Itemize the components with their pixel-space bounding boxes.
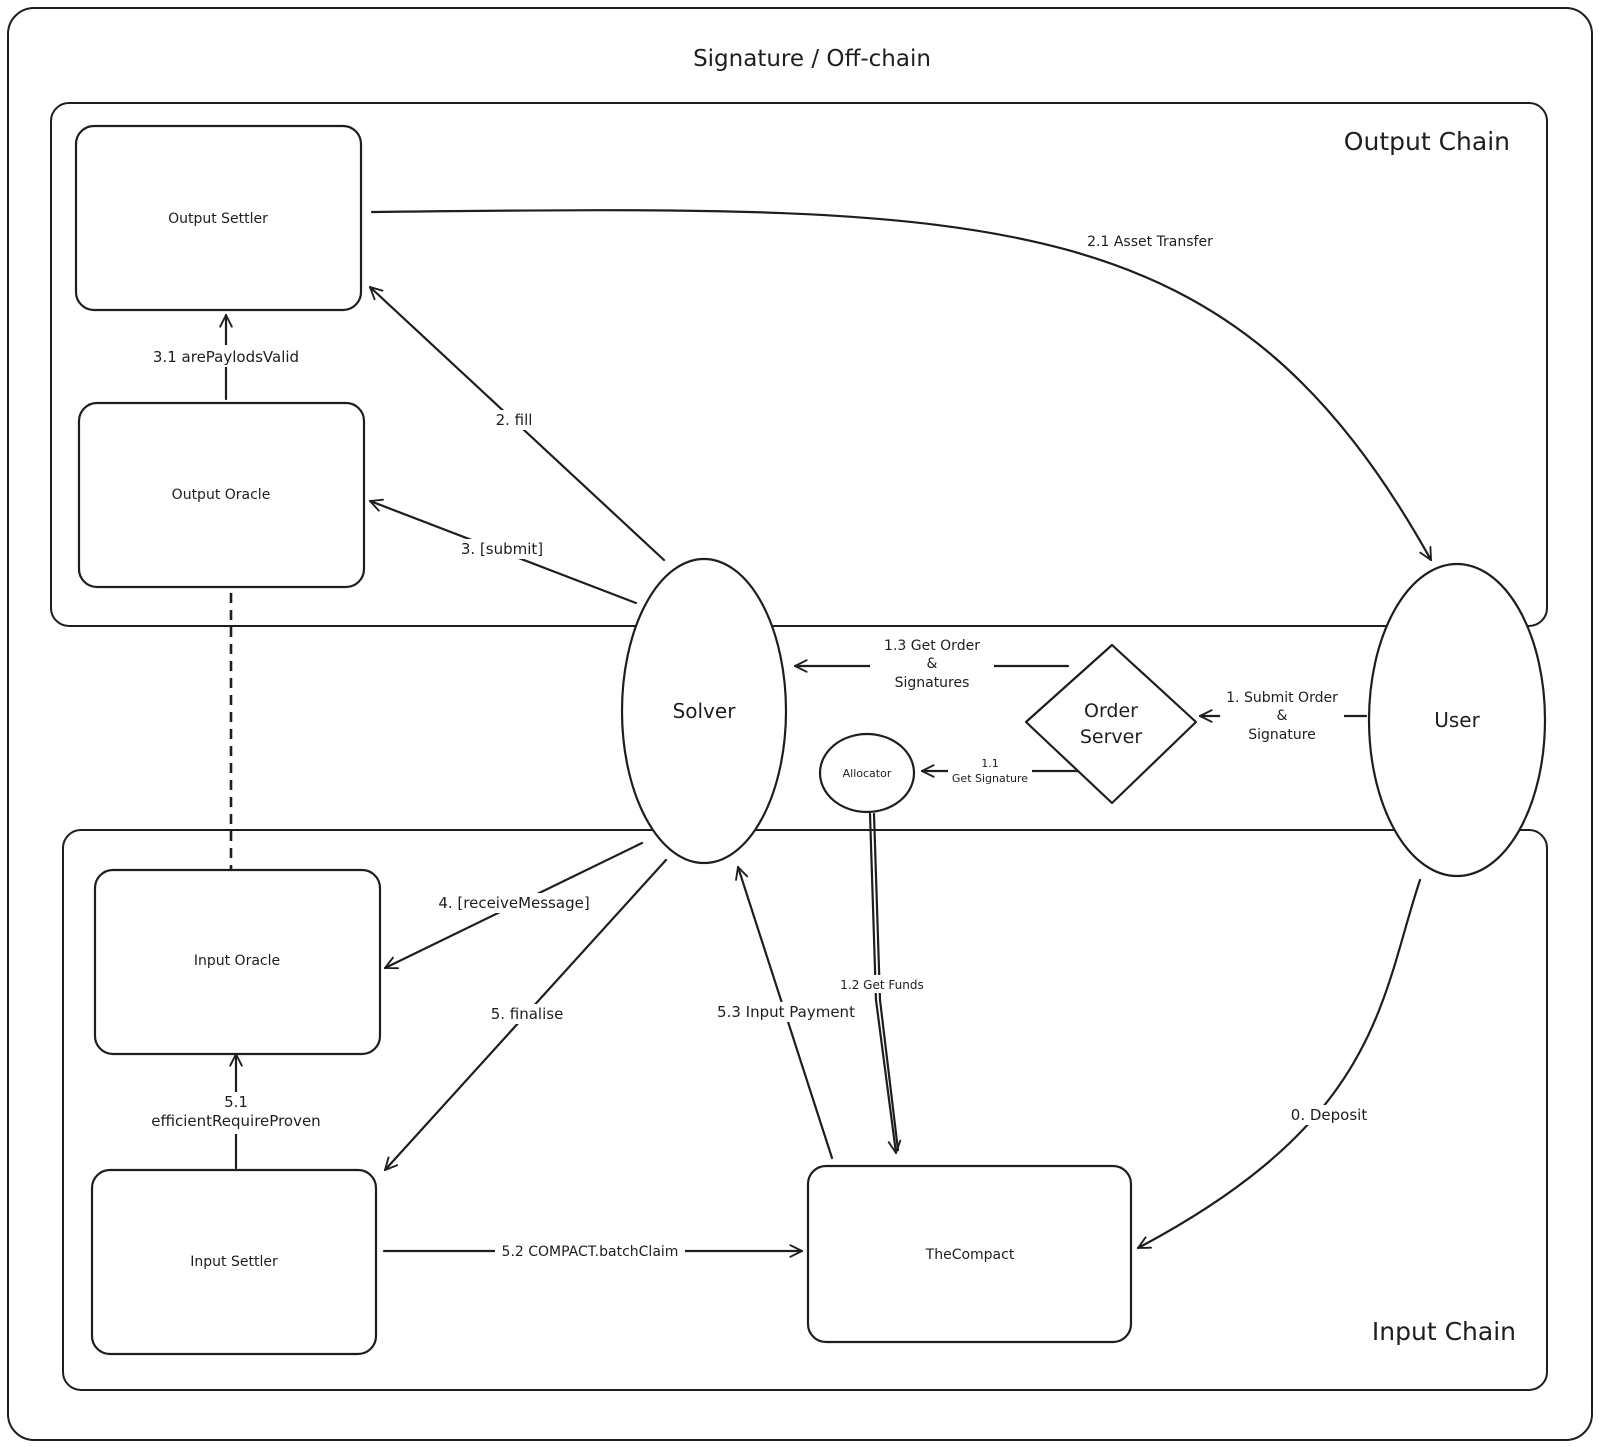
edge-asset-transfer-label: 2.1 Asset Transfer — [1087, 234, 1213, 250]
edge-fill-label: 2. fill — [496, 411, 533, 429]
edge-get-order-signatures-label-line2: & — [927, 656, 938, 672]
order-server-label-line2: Server — [1080, 726, 1142, 748]
edge-get-signature-label-line2: Get Signature — [952, 772, 1028, 785]
node-output-settler: Output Settler — [74, 124, 363, 312]
order-server-label-line1: Order — [1084, 700, 1138, 722]
edge-are-payloads-valid-label: 3.1 arePaylodsValid — [153, 348, 299, 366]
user-label: User — [1434, 708, 1480, 732]
edge-submit-order-signature-label-line3: Signature — [1248, 727, 1316, 743]
edge-get-order-signatures-label-line3: Signatures — [895, 675, 970, 691]
node-order-server: Order Server — [1024, 643, 1198, 805]
output-chain-label: Output Chain — [1344, 127, 1510, 156]
node-allocator: Allocator — [818, 732, 916, 814]
edge-efficient-require-proven-label-line2: efficientRequireProven — [151, 1112, 320, 1130]
input-settler-label: Input Settler — [190, 1254, 278, 1270]
edge-get-order-signatures-label-line1: 1.3 Get Order — [884, 638, 980, 654]
output-settler-label: Output Settler — [168, 211, 268, 227]
edge-submit-label: 3. [submit] — [461, 540, 543, 558]
edge-finalise-label: 5. finalise — [491, 1005, 564, 1023]
input-chain-region — [62, 829, 1548, 1391]
input-chain-label: Input Chain — [1372, 1317, 1516, 1346]
edge-efficient-require-proven-label-line1: 5.1 — [224, 1093, 248, 1111]
output-chain-region — [50, 102, 1548, 627]
edge-get-funds — [868, 812, 902, 1155]
canvas-frame — [7, 7, 1593, 1441]
edge-get-signature-label-line1: 1.1 — [981, 757, 999, 770]
node-input-oracle: Input Oracle — [93, 868, 382, 1056]
edge-submit-order-signature-label-line2: & — [1277, 708, 1288, 724]
node-the-compact: TheCompact — [806, 1164, 1133, 1344]
edge-receive-message-label: 4. [receiveMessage] — [438, 894, 589, 912]
solver-label: Solver — [673, 699, 737, 723]
node-solver: Solver — [620, 557, 788, 865]
edge-batch-claim-label: 5.2 COMPACT.batchClaim — [502, 1244, 679, 1260]
node-user: User — [1367, 562, 1547, 878]
edge-submit-order-signature-label-line1: 1. Submit Order — [1226, 690, 1338, 706]
edge-asset-transfer — [370, 209, 1433, 562]
allocator-label: Allocator — [843, 767, 892, 780]
edge-get-funds-label: 1.2 Get Funds — [840, 978, 923, 992]
node-input-settler: Input Settler — [90, 1168, 378, 1356]
the-compact-label: TheCompact — [925, 1247, 1015, 1263]
edge-input-payment-label: 5.3 Input Payment — [717, 1003, 855, 1021]
node-output-oracle: Output Oracle — [77, 401, 366, 589]
edge-deposit — [1136, 878, 1422, 1250]
diagram-title: Signature / Off-chain — [693, 46, 931, 72]
input-oracle-label: Input Oracle — [194, 953, 280, 969]
edge-deposit-label: 0. Deposit — [1291, 1106, 1368, 1124]
output-oracle-label: Output Oracle — [172, 487, 271, 503]
